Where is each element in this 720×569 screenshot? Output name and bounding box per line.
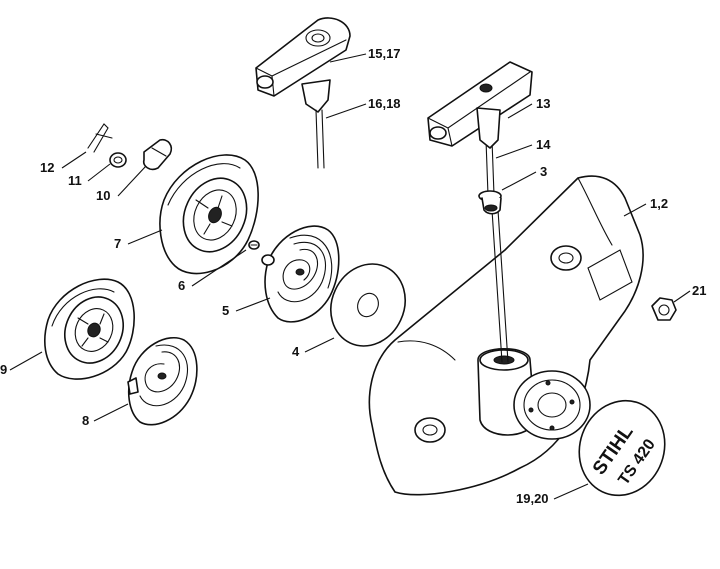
callout-12: 12 xyxy=(40,160,54,175)
rewind-spring xyxy=(264,225,340,323)
callout-9: 9 xyxy=(0,362,7,377)
washer-small xyxy=(109,152,127,168)
collar-nut xyxy=(651,297,677,321)
rope-rotor xyxy=(159,154,259,275)
spring-pin xyxy=(261,254,275,266)
logo-badge: STIHL TS 420 xyxy=(578,399,666,497)
mounting-boss-upper xyxy=(550,245,582,271)
callout-1-2: 1,2 xyxy=(650,196,668,211)
pawl xyxy=(142,138,173,171)
callout-8: 8 xyxy=(82,413,89,428)
mounting-boss-lower xyxy=(414,417,446,443)
callout-16-18: 16,18 xyxy=(368,96,401,111)
t-handle-rope xyxy=(315,109,325,169)
rope-rotor-alt xyxy=(44,278,135,380)
rewind-spring-alt xyxy=(127,337,198,426)
callout-15-17: 15,17 xyxy=(368,46,401,61)
spring-clip xyxy=(87,123,113,153)
callout-6: 6 xyxy=(178,278,185,293)
starter-grip-lower xyxy=(427,61,533,149)
callout-11: 11 xyxy=(68,173,82,188)
starter-rope xyxy=(485,139,509,363)
callout-labels: 15,17 16,18 13 14 3 1,2 21 12 11 10 7 6 … xyxy=(0,46,706,506)
cover-hub xyxy=(513,370,591,440)
callout-3: 3 xyxy=(540,164,547,179)
callout-14: 14 xyxy=(536,137,551,152)
washer-large xyxy=(330,263,406,347)
callout-7: 7 xyxy=(114,236,121,251)
rope-grommet xyxy=(478,190,502,215)
leader-lines xyxy=(9,53,691,500)
t-handle-grip-upper xyxy=(255,17,351,113)
callout-13: 13 xyxy=(536,96,550,111)
callout-10: 10 xyxy=(96,188,110,203)
callout-5: 5 xyxy=(222,303,229,318)
callout-19-20: 19,20 xyxy=(516,491,549,506)
callout-4: 4 xyxy=(292,344,300,359)
callout-21: 21 xyxy=(692,283,706,298)
screw-small xyxy=(248,240,260,250)
